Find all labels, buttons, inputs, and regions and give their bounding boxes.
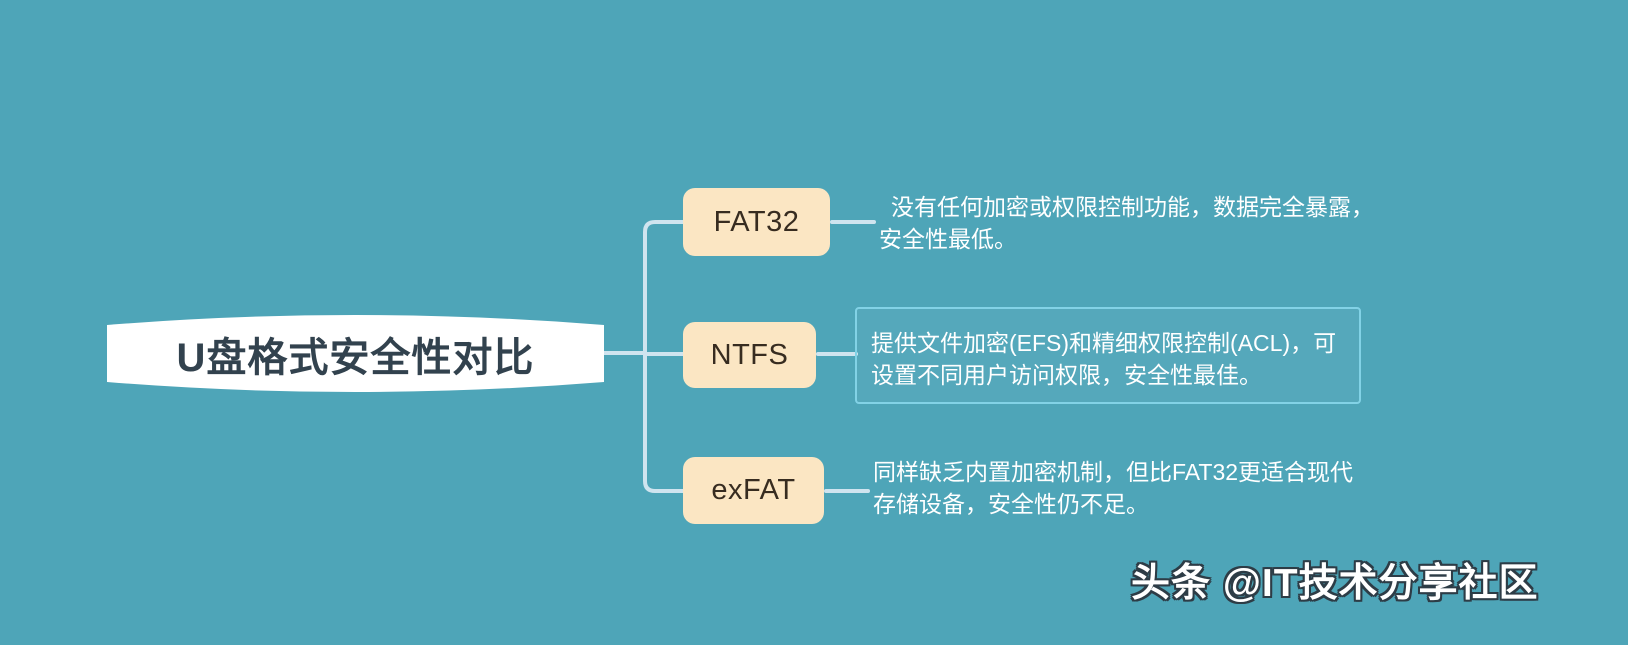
root-node-label: U盘格式安全性对比 <box>176 335 535 380</box>
description-fat32[interactable]: 没有任何加密或权限控制功能，数据完全暴露，安全性最低。 <box>879 194 1374 252</box>
branch-node-exfat[interactable]: exFAT <box>683 457 824 524</box>
description-exfat[interactable]: 同样缺乏内置加密机制，但比FAT32更适合现代存储设备，安全性仍不足。 <box>873 459 1354 517</box>
branch-node-ntfs-label: NTFS <box>710 338 789 371</box>
watermark: 头条 @IT技术分享社区 <box>1131 562 1539 605</box>
connector-to-exfat <box>643 351 685 493</box>
description-ntfs-selected[interactable]: 提供文件加密(EFS)和精细权限控制(ACL)，可设置不同用户访问权限，安全性最… <box>855 307 1361 404</box>
root-node-shape <box>107 315 604 392</box>
branch-node-exfat-label: exFAT <box>711 474 796 506</box>
branch-node-ntfs[interactable]: NTFS <box>683 322 816 388</box>
branch-node-fat32[interactable]: FAT32 <box>683 188 830 256</box>
connector-to-fat32 <box>643 220 685 355</box>
branch-node-fat32-label: FAT32 <box>713 205 800 238</box>
root-node[interactable]: U盘格式安全性对比 <box>107 305 604 402</box>
